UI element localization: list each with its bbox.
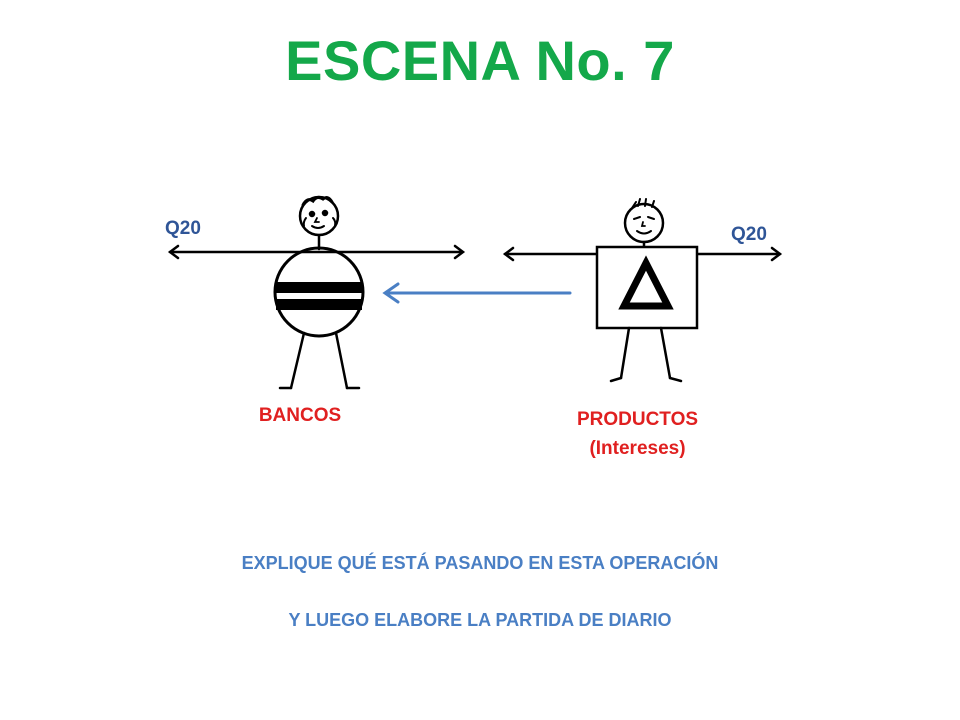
instruction-line-2: Y LUEGO ELABORE LA PARTIDA DE DIARIO bbox=[288, 610, 672, 630]
bancos-figure bbox=[167, 195, 466, 390]
productos-detail: (Intereses) bbox=[589, 438, 686, 459]
bancos-legs bbox=[278, 331, 361, 390]
productos-figure bbox=[502, 198, 783, 383]
bancos-amount: Q20 bbox=[165, 218, 201, 239]
slide-title: ESCENA No. 7 bbox=[285, 29, 675, 92]
productos-label: PRODUCTOS bbox=[576, 409, 699, 430]
instruction-line-1: EXPLIQUE QUÉ ESTÁ PASANDO EN ESTA OPERAC… bbox=[241, 553, 719, 573]
bancos-body bbox=[273, 246, 365, 338]
productos-amount: Q20 bbox=[731, 224, 767, 245]
bancos-stripe-top bbox=[276, 282, 362, 293]
productos-head bbox=[623, 198, 665, 244]
productos-label-block: PRODUCTOS (Intereses) bbox=[555, 405, 720, 463]
bancos-arms bbox=[167, 244, 466, 260]
productos-legs bbox=[609, 326, 683, 383]
triangle-icon bbox=[618, 255, 674, 310]
bancos-stripe-bottom bbox=[276, 299, 362, 310]
bancos-head bbox=[298, 195, 340, 237]
bancos-label: BANCOS bbox=[258, 405, 342, 426]
flow-arrow bbox=[382, 282, 572, 304]
